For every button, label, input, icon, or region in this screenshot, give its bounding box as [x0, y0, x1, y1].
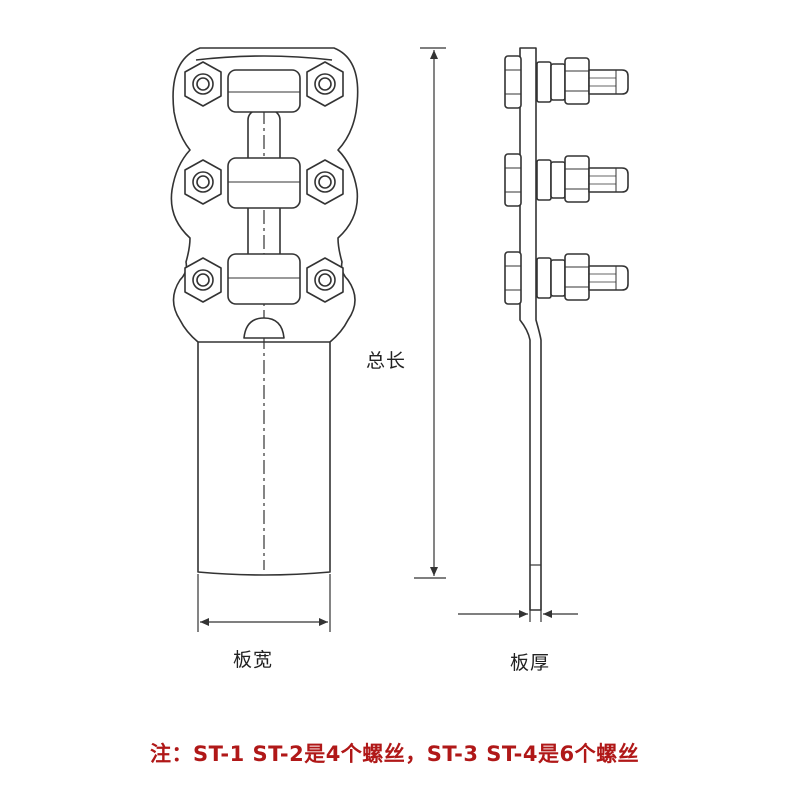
plate-side: [519, 47, 542, 611]
bolt-assembly-2: [504, 153, 629, 207]
model-note: 注：ST-1 ST-2是4个螺丝，ST-3 ST-4是6个螺丝: [150, 742, 640, 766]
side-view: [504, 47, 629, 611]
total-length-label: 总长: [366, 350, 407, 372]
total-length-dimension: [414, 47, 446, 579]
clamp-bar-2: [227, 157, 301, 209]
clamp-body-outline: [170, 47, 359, 576]
bolt-assembly-3: [504, 251, 629, 305]
plate-width-dimension: [197, 574, 331, 632]
plate-thickness-dimension: [458, 600, 578, 622]
hex-nut-icon: [306, 61, 344, 107]
hex-nut-icon: [184, 257, 222, 303]
hex-nut-icon: [184, 159, 222, 205]
hex-nut-icon: [306, 159, 344, 205]
plate-thickness-label: 板厚: [510, 652, 551, 674]
clamp-bar-1: [227, 69, 301, 113]
hex-nut-icon: [184, 61, 222, 107]
front-view: [170, 47, 359, 576]
plate-width-label: 板宽: [233, 649, 274, 671]
clamp-bar-3: [227, 253, 301, 305]
bolt-assembly-1: [504, 55, 629, 109]
hex-nut-icon: [306, 257, 344, 303]
